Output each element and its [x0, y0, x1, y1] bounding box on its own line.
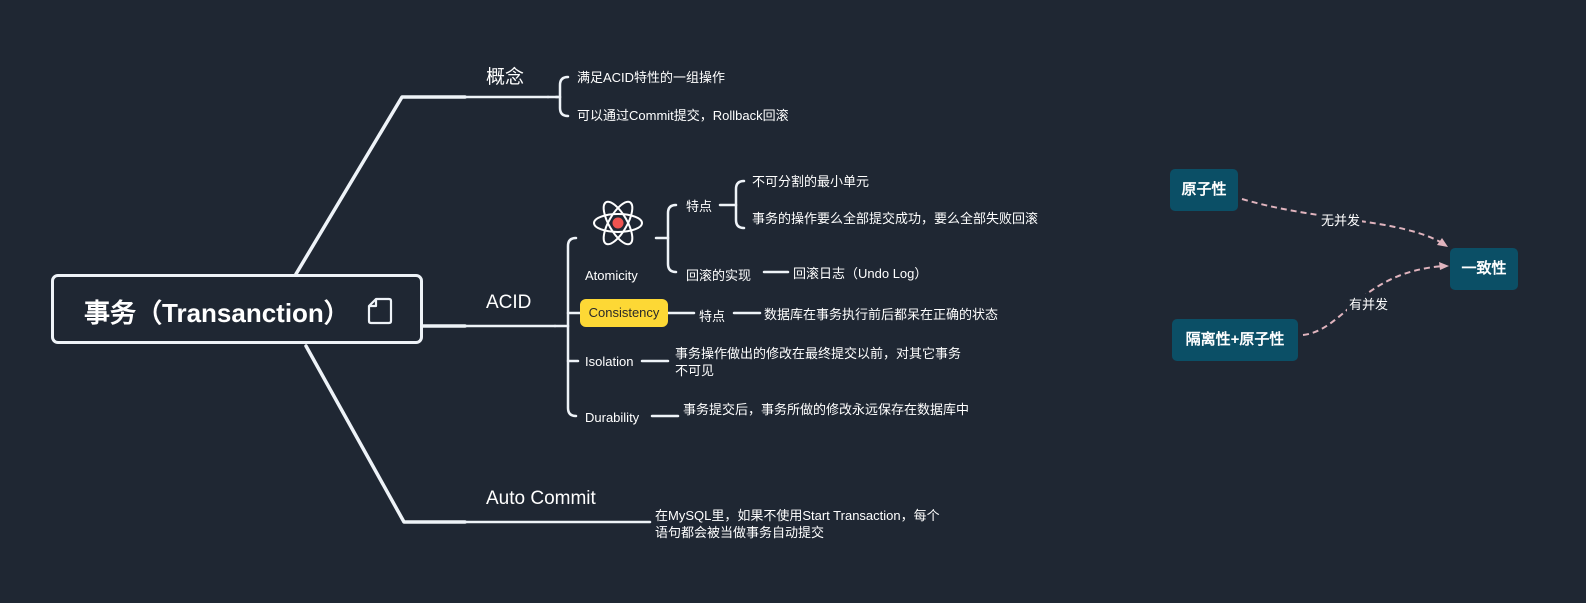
acid-consistency-label[interactable]: Consistency	[580, 299, 668, 327]
isolation-desc[interactable]: 事务操作做出的修改在最终提交以前，对其它事务不可见	[675, 346, 962, 378]
root-node[interactable]: 事务（Transanction）	[51, 274, 423, 344]
concept-item-2[interactable]: 可以通过Commit提交，Rollback回滚	[577, 108, 789, 123]
branch-line-concept	[294, 95, 467, 276]
acid-atomicity-label[interactable]: Atomicity	[585, 268, 638, 283]
atomicity-feature-1[interactable]: 不可分割的最小单元	[752, 174, 870, 189]
edge-label-concurrency: 有并发	[1347, 294, 1391, 313]
relation-iso-atom-box[interactable]: 隔离性+原子性	[1172, 319, 1298, 361]
relation-atomicity-box[interactable]: 原子性	[1170, 169, 1238, 211]
atomicity-features-label[interactable]: 特点	[686, 199, 713, 214]
root-title: 事务（Transanction）	[84, 298, 350, 328]
consistency-features-label[interactable]: 特点	[699, 309, 726, 324]
branch-concept-label[interactable]: 概念	[486, 67, 525, 88]
note-icon[interactable]	[367, 297, 393, 325]
relation-consistency-box[interactable]: 一致性	[1450, 248, 1518, 290]
arrowhead-2	[1439, 262, 1449, 270]
durability-desc[interactable]: 事务提交后，事务所做的修改永远保存在数据库中	[683, 402, 970, 417]
branch-line-autocommit	[304, 344, 467, 524]
atomicity-feature-2[interactable]: 事务的操作要么全部提交成功，要么全部失败回滚	[752, 211, 1039, 226]
arrowhead-1	[1437, 238, 1448, 247]
edge-label-no-concurrency: 无并发	[1319, 210, 1363, 229]
atomicity-rollback-label[interactable]: 回滚的实现	[686, 268, 752, 283]
concept-item-1[interactable]: 满足ACID特性的一组操作	[577, 70, 726, 85]
atomicity-rollback-value[interactable]: 回滚日志（Undo Log）	[793, 266, 928, 281]
autocommit-desc[interactable]: 在MySQL里，如果不使用Start Transaction，每个语句都会被当做…	[655, 508, 940, 540]
branch-autocommit-label[interactable]: Auto Commit	[486, 488, 596, 509]
consistency-feature[interactable]: 数据库在事务执行前后都呆在正确的状态	[764, 307, 999, 322]
branch-acid-label[interactable]: ACID	[486, 292, 532, 313]
atom-icon	[593, 200, 643, 246]
acid-durability-label[interactable]: Durability	[585, 410, 640, 425]
acid-isolation-label[interactable]: Isolation	[585, 354, 634, 369]
